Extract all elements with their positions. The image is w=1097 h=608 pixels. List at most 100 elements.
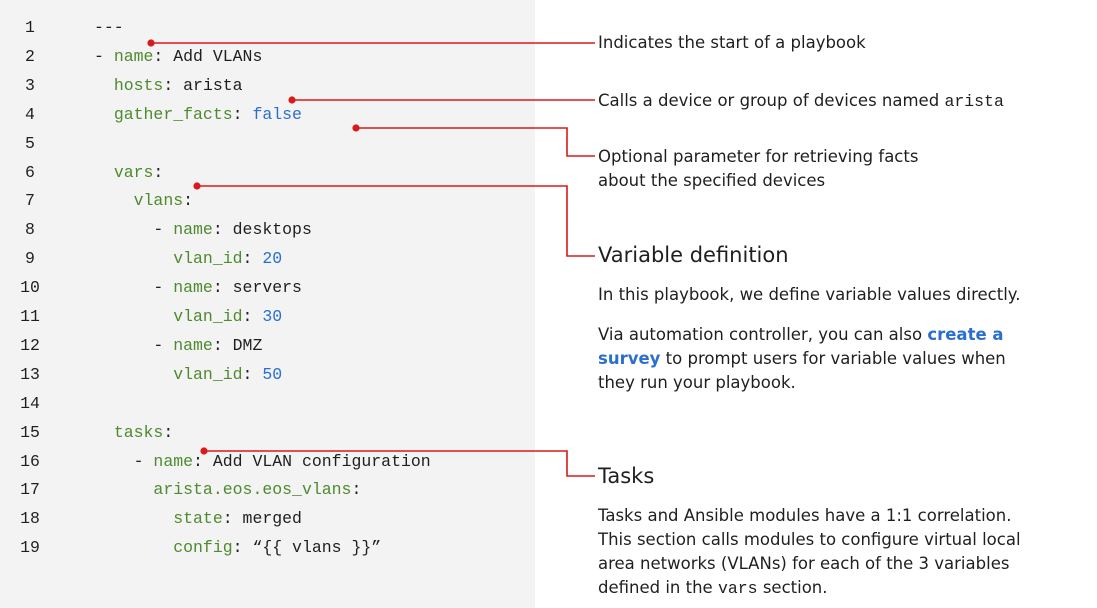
code-text: - name: Add VLAN configuration (94, 447, 431, 477)
yaml-value: “{{ vlans }}” (252, 538, 382, 558)
yaml-separator: : (232, 538, 253, 558)
yaml-value: desktops (232, 220, 312, 240)
line-number: 8 (25, 220, 35, 240)
yaml-separator: : (242, 307, 263, 326)
yaml-value: Add VLANs (173, 46, 263, 66)
line-number: 18 (20, 509, 40, 529)
line-number: 13 (20, 364, 40, 384)
code-text: state: merged (94, 504, 302, 534)
code-indent (94, 509, 173, 528)
annotation-hosts-text: Calls a device or group of devices named (598, 91, 945, 110)
yaml-key: arista.eos.eos_vlans (153, 480, 352, 500)
annotation-facts-line2: about the specified devices (598, 171, 826, 190)
line-number: 16 (20, 451, 40, 471)
line-number: 3 (25, 75, 35, 95)
annotation-facts: Optional parameter for retrieving facts … (598, 145, 918, 193)
annotation-start-text: Indicates the start of a playbook (598, 33, 866, 52)
annotation-vars: Variable definition In this playbook, we… (598, 241, 1020, 395)
yaml-key: name (153, 451, 194, 471)
annotation-tasks-title: Tasks (598, 464, 655, 488)
code-text: config: “{{ vlans }}” (94, 533, 381, 563)
annotation-vars-p1: In this playbook, we define variable val… (598, 285, 1021, 304)
line-number: 17 (20, 480, 40, 500)
line-number: 10 (20, 278, 40, 298)
yaml-key: state (173, 509, 223, 529)
line-number: 12 (20, 335, 40, 355)
line-number: 6 (25, 162, 35, 182)
code-text: - name: desktops (94, 215, 312, 245)
yaml-value: 30 (262, 307, 283, 326)
annotation-tasks-l3: area networks (VLANs) for each of the 3 … (598, 554, 1010, 573)
annotation-vars-p2-after1: to prompt users for variable values when (660, 349, 1006, 368)
code-text: tasks: (94, 418, 173, 448)
code-text: hosts: arista (94, 71, 243, 101)
code-indent: - (94, 46, 114, 66)
create-survey-link-part2[interactable]: survey (598, 349, 661, 368)
code-indent (94, 249, 173, 268)
annotation-facts-line1: Optional parameter for retrieving facts (598, 147, 919, 166)
code-text: - name: Add VLANs (94, 42, 262, 72)
yaml-separator: : (351, 480, 362, 500)
line-number: 7 (25, 191, 35, 211)
yaml-value: 20 (262, 249, 283, 269)
code-text: vlan_id: 50 (94, 360, 282, 390)
code-indent: - (94, 220, 174, 240)
yaml-key: vlan_id (173, 307, 243, 326)
yaml-separator: : (163, 75, 184, 95)
code-indent (94, 365, 173, 384)
yaml-separator: : (212, 220, 233, 240)
code-indent (94, 76, 114, 95)
annotation-tasks-l4-before: defined in the (598, 578, 718, 597)
yaml-value: merged (242, 509, 302, 529)
code-indent (94, 105, 114, 124)
yaml-key: tasks (113, 422, 164, 442)
code-text: vlan_id: 30 (94, 302, 282, 332)
yaml-key: vars (113, 162, 154, 182)
yaml-key: name (173, 335, 213, 355)
code-text: arista.eos.eos_vlans: (94, 475, 361, 505)
create-survey-link-part1[interactable]: create a (927, 325, 1004, 344)
code-text: - name: DMZ (94, 331, 262, 361)
code-indent (94, 480, 153, 499)
line-number: 1 (25, 18, 35, 37)
yaml-value: 50 (262, 364, 283, 384)
code-indent: - (94, 278, 174, 298)
annotation-tasks-l4-after: section. (757, 578, 828, 597)
yaml-value: DMZ (232, 335, 263, 355)
yaml-value: arista (183, 75, 243, 95)
code-indent (94, 307, 173, 326)
code-text: vars: (94, 158, 164, 188)
yaml-separator: : (153, 46, 174, 66)
line-number: 15 (20, 422, 40, 442)
yaml-separator: : (153, 162, 164, 182)
annotation-hosts-code: arista (944, 92, 1004, 111)
yaml-key: gather_facts (113, 104, 233, 124)
line-number: 19 (20, 538, 40, 558)
yaml-separator: : (212, 335, 233, 355)
yaml-separator: : (222, 509, 243, 529)
code-text: vlan_id: 20 (94, 244, 282, 274)
yaml-value: Add VLAN configuration (212, 451, 431, 471)
yaml-key: hosts (113, 75, 164, 95)
yaml-key: config (173, 538, 233, 558)
yaml-key: vlan_id (173, 364, 243, 384)
yaml-separator: : (242, 364, 263, 384)
annotation-vars-p2-after2: they run your playbook. (598, 373, 796, 392)
code-indent: - (94, 451, 154, 471)
annotation-tasks-l2: This section calls modules to configure … (598, 530, 1021, 549)
line-number: 5 (25, 133, 35, 153)
code-text: --- (94, 13, 124, 43)
line-number: 4 (25, 104, 35, 124)
annotation-tasks-l1: Tasks and Ansible modules have a 1:1 cor… (598, 506, 1012, 525)
code-indent (94, 163, 114, 182)
yaml-separator: : (212, 278, 233, 298)
code-text: gather_facts: false (94, 100, 302, 130)
code-text: vlans: (94, 186, 193, 216)
annotation-vars-p2: Via automation controller, you can also … (598, 323, 1020, 395)
yaml-separator: : (183, 191, 194, 211)
yaml-value: servers (232, 278, 302, 298)
code-indent (94, 538, 173, 557)
yaml-key: name (173, 278, 213, 298)
yaml-separator: : (232, 104, 253, 124)
annotation-start: Indicates the start of a playbook (598, 31, 866, 55)
